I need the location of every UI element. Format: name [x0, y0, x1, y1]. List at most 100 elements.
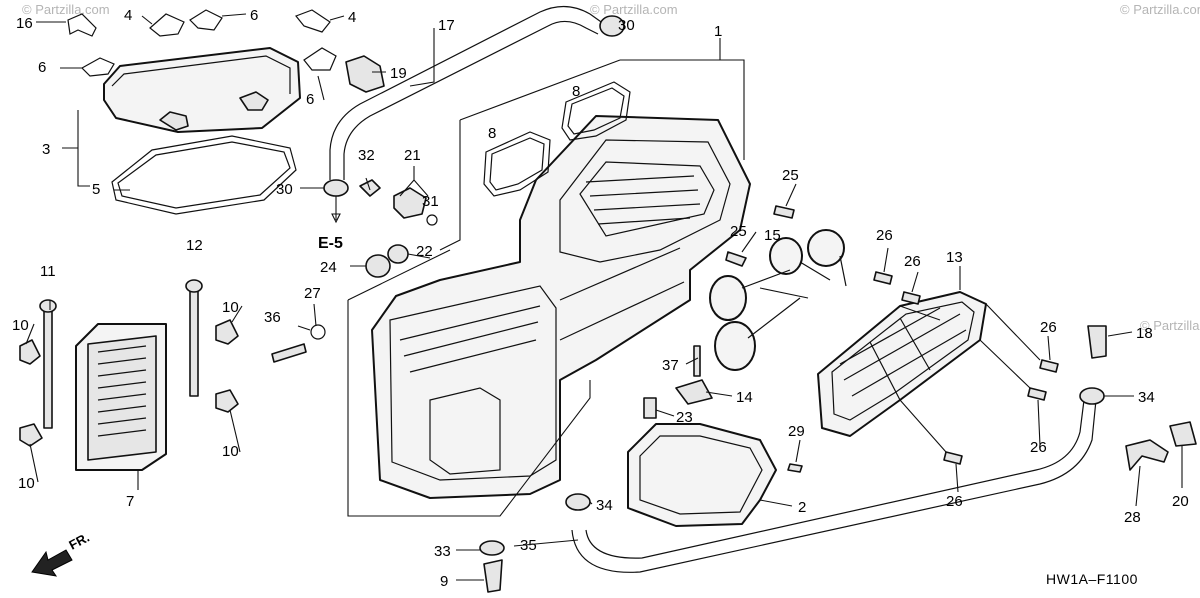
clamp-30-bottom [323, 179, 349, 197]
callout-13: 13 [946, 249, 963, 266]
clip-10 [215, 319, 239, 345]
callout-28: 28 [1124, 509, 1141, 526]
grommet-22 [387, 244, 409, 264]
watermark: © Partzilla.com [590, 2, 678, 17]
clip-16 [67, 13, 97, 37]
clip-6-left [81, 57, 115, 77]
watermark: © Partzilla.com [1120, 2, 1200, 17]
breather-tube [343, 20, 599, 180]
clip-10 [19, 339, 41, 365]
screw-26 [1039, 359, 1059, 373]
callout-12: 12 [186, 237, 203, 254]
callout-25: 25 [782, 167, 799, 184]
callout-29: 29 [788, 423, 805, 440]
clip-4 [149, 13, 185, 37]
clamp-28 [1125, 439, 1169, 471]
plug-18 [1087, 325, 1107, 359]
callout-10: 10 [222, 299, 239, 316]
callout-14: 14 [736, 389, 753, 406]
plug-9 [483, 559, 503, 593]
callout-30: 30 [618, 17, 635, 34]
callout-20: 20 [1172, 493, 1189, 510]
callout-2: 2 [798, 499, 806, 516]
callout-10: 10 [222, 443, 239, 460]
callout-26: 26 [1030, 439, 1047, 456]
callout-35: 35 [520, 537, 537, 554]
plate-20 [1169, 421, 1197, 447]
callout-15: 15 [764, 227, 781, 244]
callout-10: 10 [12, 317, 29, 334]
callout-6: 6 [250, 7, 258, 24]
clip-6-right [303, 47, 337, 71]
clip-10 [215, 389, 239, 413]
diagram-code: HW1A–F1100 [1046, 571, 1138, 587]
drain-tube [571, 399, 1097, 573]
callout-1: 1 [714, 23, 722, 40]
bolt-32 [359, 179, 381, 197]
callout-27: 27 [304, 285, 321, 302]
callout-17: 17 [438, 17, 455, 34]
callout-24: 24 [320, 259, 337, 276]
callout-3: 3 [42, 141, 50, 158]
clamp-34-right [1079, 387, 1105, 405]
callout-18: 18 [1136, 325, 1153, 342]
intake-duct-plate [817, 291, 987, 437]
bolt-36 [271, 343, 307, 363]
clip-19 [345, 55, 385, 93]
callout-31: 31 [422, 193, 439, 210]
callout-21: 21 [404, 147, 421, 164]
callout-23: 23 [676, 409, 693, 426]
side-cover [627, 423, 777, 527]
callout-8: 8 [488, 125, 496, 142]
watermark: © Partzilla.com [22, 2, 110, 17]
breather-tube [329, 5, 605, 180]
bolt-37 [693, 345, 701, 377]
callout-6: 6 [306, 91, 314, 108]
clip-6-top [189, 9, 223, 31]
drain-tube [585, 399, 1085, 559]
callout-4: 4 [348, 9, 356, 26]
strap-12 [189, 289, 199, 397]
screw-25 [773, 205, 795, 219]
screw-25 [725, 251, 747, 267]
direction-label: FR. [66, 530, 92, 553]
callout-33: 33 [434, 543, 451, 560]
air-cleaner-cover [103, 47, 301, 133]
callout-6: 6 [38, 59, 46, 76]
screw-26 [901, 291, 921, 305]
watermark: © Partzilla.com [1140, 318, 1200, 333]
callout-26: 26 [876, 227, 893, 244]
callout-11: 11 [40, 263, 56, 280]
air-filter-element [75, 323, 167, 471]
callout-34: 34 [596, 497, 613, 514]
callout-30: 30 [276, 181, 293, 198]
screw-26 [873, 271, 893, 285]
grommet-23 [643, 397, 657, 419]
callout-32: 32 [358, 147, 375, 164]
gasket-8-right [561, 81, 631, 141]
clip-14 [675, 379, 713, 405]
callout-10: 10 [18, 475, 35, 492]
sensor-21 [393, 187, 427, 219]
air-cleaner-housing [371, 115, 751, 499]
callout-34: 34 [1138, 389, 1155, 406]
callout-8: 8 [572, 83, 580, 100]
strap-11 [43, 309, 53, 429]
intake-funnels [709, 229, 847, 371]
oring-31 [426, 214, 438, 226]
gasket-8-left [483, 131, 551, 197]
callout-36: 36 [264, 309, 281, 326]
reference-label: E-5 [318, 235, 343, 252]
front-direction-indicator: FR. [31, 530, 92, 577]
grommet-24 [365, 254, 391, 278]
screw-29 [787, 463, 803, 473]
callout-26: 26 [946, 493, 963, 510]
callout-25: 25 [730, 223, 747, 240]
washer-27 [310, 324, 326, 340]
clamp-34-left [565, 493, 591, 511]
callout-7: 7 [126, 493, 134, 510]
screw-26 [943, 451, 963, 465]
callout-19: 19 [390, 65, 407, 82]
